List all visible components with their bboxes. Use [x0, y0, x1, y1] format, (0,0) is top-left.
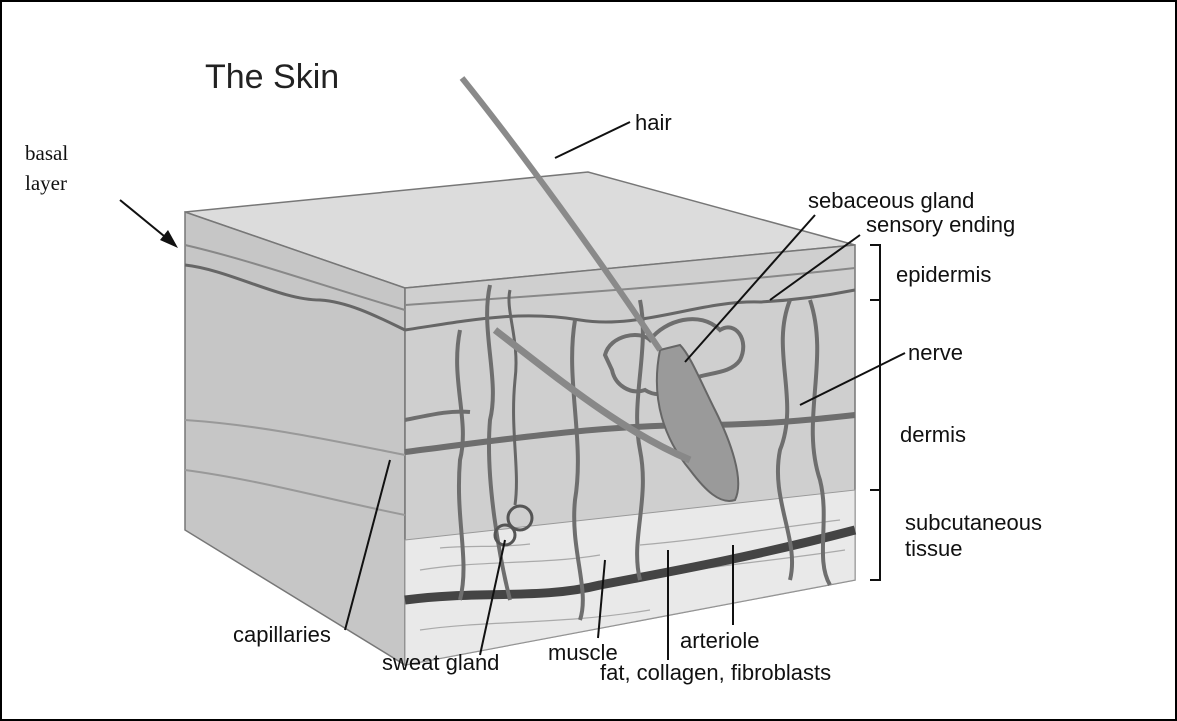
- capillaries-label: capillaries: [233, 622, 331, 647]
- subcutaneous-label-2: tissue: [905, 536, 962, 561]
- sweat-gland-label: sweat gland: [382, 650, 499, 675]
- skin-side-face: [185, 212, 405, 665]
- dermis-label: dermis: [900, 422, 966, 447]
- arteriole-label: arteriole: [680, 628, 759, 653]
- fat-collagen-label: fat, collagen, fibroblasts: [600, 660, 831, 685]
- sebaceous-gland-label: sebaceous gland: [808, 188, 974, 213]
- basal-arrow-head: [160, 230, 178, 248]
- sensory-ending-label: sensory ending: [866, 212, 1015, 237]
- nerve-label: nerve: [908, 340, 963, 365]
- subcutaneous-label-1: subcutaneous: [905, 510, 1042, 535]
- basal-label-1: basal: [25, 141, 68, 165]
- layer-brackets: [870, 245, 880, 580]
- epidermis-label: epidermis: [896, 262, 991, 287]
- hair-label: hair: [635, 110, 672, 135]
- diagram-title: The Skin: [205, 58, 339, 96]
- basal-label-2: layer: [25, 171, 67, 195]
